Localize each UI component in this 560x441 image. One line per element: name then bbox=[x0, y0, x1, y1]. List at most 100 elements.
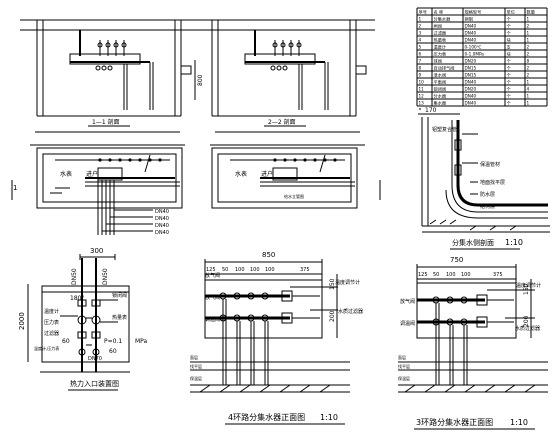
table-cell: 个 bbox=[507, 80, 512, 85]
plan-left-inlet-label: 进户 bbox=[86, 170, 98, 178]
entry-device-diagram: 300 DN50 DN50 180° 2000 60 60 P=0.1 MPa … bbox=[18, 247, 148, 391]
table-cell: 球阀 bbox=[434, 58, 442, 65]
table-cell: 泄水阀 bbox=[434, 72, 447, 79]
table-cell: 过滤器 bbox=[434, 30, 447, 37]
entry-dim-top: 300 bbox=[90, 247, 103, 255]
pipe-schedule-4: DN40 bbox=[155, 230, 169, 236]
entry-label-r2: 热量表 bbox=[112, 314, 127, 321]
m3-dim-right-1: 150 bbox=[523, 283, 530, 295]
table-cell: DN40 bbox=[465, 24, 477, 29]
entry-height: 2000 bbox=[18, 312, 26, 330]
table-cell: 4 bbox=[527, 87, 530, 92]
table-cell: DN15 bbox=[465, 66, 477, 71]
wall-label-1: 铝塑复合管 bbox=[432, 126, 457, 133]
wall-label-3: 地面找平层 bbox=[480, 179, 505, 186]
section-1-1-elevation: 800 1—1 剖面 bbox=[20, 19, 204, 127]
table-cell: 0-1.0MPa bbox=[465, 52, 485, 57]
table-cell: 2 bbox=[527, 45, 530, 50]
table-cell: DN40 bbox=[465, 38, 477, 43]
table-cell: 2 bbox=[527, 66, 530, 71]
wall-detail: 170 铝塑复合管 保温管材 地面找平层 防水层 结构层 分集水侧剖面 1:10 bbox=[418, 107, 550, 250]
m4-title: 4环路分集水器正面图 bbox=[228, 412, 305, 422]
table-cell: 1 bbox=[419, 17, 422, 22]
m4-dim-right-1: 150 bbox=[329, 278, 336, 290]
m3-floor-1: 面层 bbox=[398, 354, 406, 360]
table-cell: DN20 bbox=[465, 59, 477, 64]
m4-dim-1: 125 bbox=[206, 267, 216, 273]
table-cell: 5 bbox=[419, 45, 422, 50]
table-cell: 平衡阀 bbox=[434, 79, 447, 86]
table-cell: 自动排气阀 bbox=[434, 65, 455, 72]
plan-view-middle: 水表 进户 给水立管图 bbox=[210, 131, 381, 209]
section-2-2-title: 2—2 剖面 bbox=[268, 118, 296, 126]
m3-label-r1: 温度调节计 bbox=[516, 282, 541, 289]
table-cell: 个 bbox=[507, 66, 512, 71]
m4-label-l2: 放气阀 bbox=[205, 294, 220, 301]
table-cell: 1 bbox=[527, 31, 530, 36]
m4-dim-2: 50 bbox=[222, 267, 228, 273]
entry-pressure: P=0.1 bbox=[104, 338, 122, 345]
m3-scale: 1:10 bbox=[510, 418, 528, 427]
table-cell: 分集水器 bbox=[434, 16, 452, 23]
table-cell: 个 bbox=[507, 17, 512, 22]
m4-dim-right-2: 200 bbox=[329, 310, 336, 322]
table-cell: 热量表 bbox=[434, 37, 447, 44]
m4-floor-3: 保温层 bbox=[190, 375, 202, 381]
section-2-2-elevation: 2—2 剖面 bbox=[200, 19, 375, 127]
wall-label-2: 保温管材 bbox=[480, 161, 500, 168]
manifold-4-loop: 850 125 50 100 100 100 375 bbox=[190, 251, 363, 425]
pipe-schedule-1: DN40 bbox=[155, 209, 169, 215]
table-cell: 6 bbox=[419, 52, 422, 57]
m3-dim-3: 100 bbox=[446, 272, 456, 278]
table-cell: 闸阀 bbox=[434, 23, 442, 30]
table-cell: 1 bbox=[527, 17, 530, 22]
table-cell: 0-100℃ bbox=[465, 45, 482, 50]
table-cell: 1 bbox=[527, 94, 530, 99]
table-cell: 铜制 bbox=[465, 16, 473, 23]
m4-dim-total: 850 bbox=[262, 251, 275, 259]
table-cell: 个 bbox=[507, 73, 512, 78]
entry-label-l2: 压力表 bbox=[44, 319, 59, 326]
entry-label-r1: 锁闭阀 bbox=[112, 292, 127, 299]
top-dim-label: 800 bbox=[197, 74, 204, 86]
entry-pipe-right: DN50 bbox=[102, 268, 109, 285]
table-cell: 个 bbox=[507, 87, 512, 92]
table-cell: 1 bbox=[527, 80, 530, 85]
table-cell: DN40 bbox=[465, 101, 477, 106]
table-cell: 8 bbox=[527, 59, 530, 64]
manifold-3-loop: 750 125 50 100 100 375 150 200 放气阀 调温阀 bbox=[398, 256, 548, 430]
plan-note: 给水立管图 bbox=[284, 193, 304, 199]
table-cell: 1 bbox=[527, 101, 530, 106]
table-cell: 个 bbox=[507, 94, 512, 99]
table-header-cell: 名 称 bbox=[434, 9, 444, 16]
plan-view-left: 水表 进户 DN40 DN40 DN40 DN40 1 bbox=[11, 131, 185, 236]
entry-angle: 180° bbox=[70, 295, 84, 302]
table-cell: 2 bbox=[527, 52, 530, 57]
m3-dim-1: 125 bbox=[418, 272, 428, 278]
table-cell: 分水器 bbox=[434, 93, 447, 100]
table-cell: 块 bbox=[507, 51, 512, 58]
table-cell: 压力表 bbox=[434, 51, 447, 58]
entry-bottom-label: DN70 bbox=[88, 356, 102, 362]
table-cell: DN20 bbox=[465, 87, 477, 92]
table-header-cell: 单位 bbox=[507, 9, 515, 16]
m4-label-r2: 水质过滤器 bbox=[338, 308, 363, 315]
m4-label-l1: 放气阀 bbox=[205, 272, 220, 279]
table-cell: 个 bbox=[507, 101, 512, 106]
m4-floor-1: 面层 bbox=[190, 354, 198, 360]
m4-dim-5: 100 bbox=[265, 267, 275, 273]
table-cell: 8 bbox=[419, 66, 422, 71]
table-cell: 个 bbox=[507, 24, 512, 29]
plan-left-room-label: 水表 bbox=[60, 170, 72, 178]
table-cell: 温度计 bbox=[434, 44, 447, 51]
entry-dim-mid-2: 60 bbox=[109, 348, 117, 355]
entry-label-l4: 温度计,压力表 bbox=[34, 345, 59, 351]
m4-label-r1: 温度调节计 bbox=[335, 279, 360, 286]
table-cell: 2 bbox=[527, 24, 530, 29]
table-cell: 10 bbox=[419, 80, 425, 85]
plan-mid-room-label: 水表 bbox=[235, 170, 247, 178]
table-cell: 1 bbox=[527, 38, 530, 43]
m4-label-l3: 调温阀 bbox=[205, 316, 220, 323]
table-header-cell: 规格型号 bbox=[465, 9, 482, 16]
